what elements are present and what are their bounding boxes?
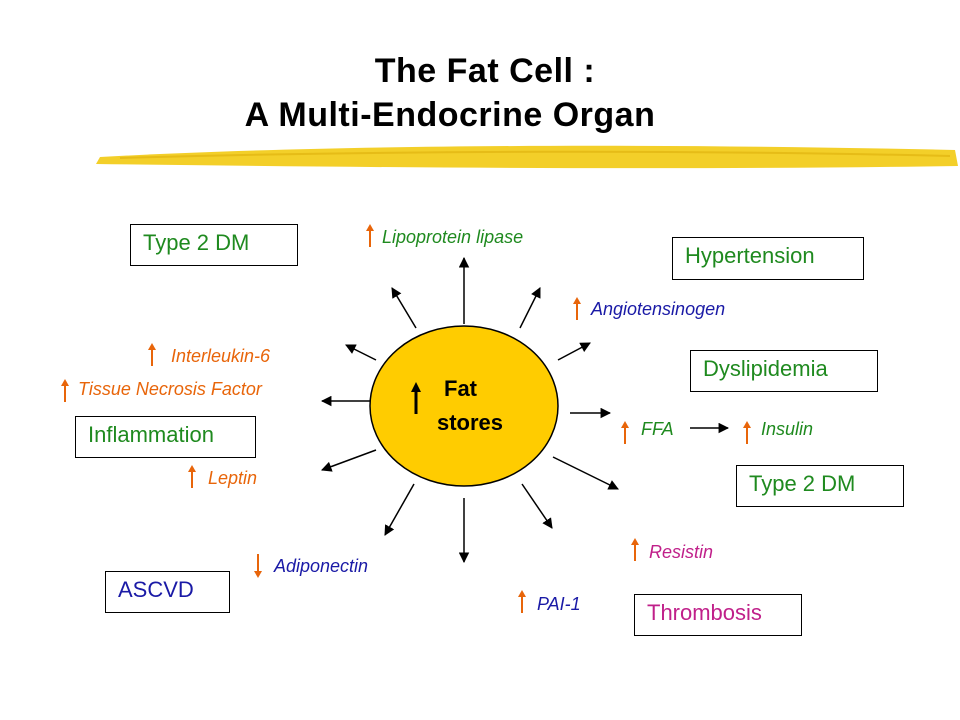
factor-tnf: Tissue Necrosis Factor (78, 379, 262, 399)
title-line-2: A Multi-Endocrine Organ (244, 96, 656, 134)
box-hypertension: Hypertension (672, 237, 864, 280)
box-inflammation: Inflammation (75, 416, 256, 458)
box-dyslipidemia: Dyslipidemia (690, 350, 878, 392)
box-ascvd: ASCVD (105, 571, 230, 613)
title-underline-highlight (96, 145, 958, 169)
fat-label: Fat (444, 376, 477, 401)
factor-lipoprotein-lipase: Lipoprotein lipase (382, 227, 524, 247)
box-type2dm-right: Type 2 DM (736, 465, 904, 507)
factor-adiponectin: Adiponectin (274, 556, 369, 576)
arrow-up-left (391, 287, 417, 329)
factor-angiotensinogen: Angiotensinogen (591, 299, 726, 319)
arrow-left-upper (345, 344, 377, 361)
arrow-left-lower (321, 449, 377, 472)
box-thrombosis: Thrombosis (634, 594, 802, 636)
factor-resistin: Resistin (649, 542, 714, 562)
title-line-1: The Fat Cell : (374, 52, 596, 90)
arrow-up-right (519, 287, 541, 329)
factor-interleukin-6: Interleukin-6 (171, 346, 271, 366)
box-type2dm-top: Type 2 DM (130, 224, 298, 266)
factor-leptin: Leptin (208, 468, 258, 488)
factor-ffa: FFA (641, 419, 674, 439)
indicator-arrows (61, 224, 751, 613)
title-underline-highlight-streak (119, 150, 951, 159)
arrow-down-right (521, 483, 553, 529)
stores-label: stores (437, 410, 504, 435)
fat-cell-ellipse (369, 325, 559, 487)
arrow-down-left (384, 483, 415, 536)
radial-arrows (320, 256, 730, 564)
factor-insulin: Insulin (761, 419, 814, 439)
factor-pai-1: PAI-1 (537, 594, 581, 614)
arrow-right-lower (552, 456, 619, 490)
arrow-right-upper (557, 342, 591, 361)
